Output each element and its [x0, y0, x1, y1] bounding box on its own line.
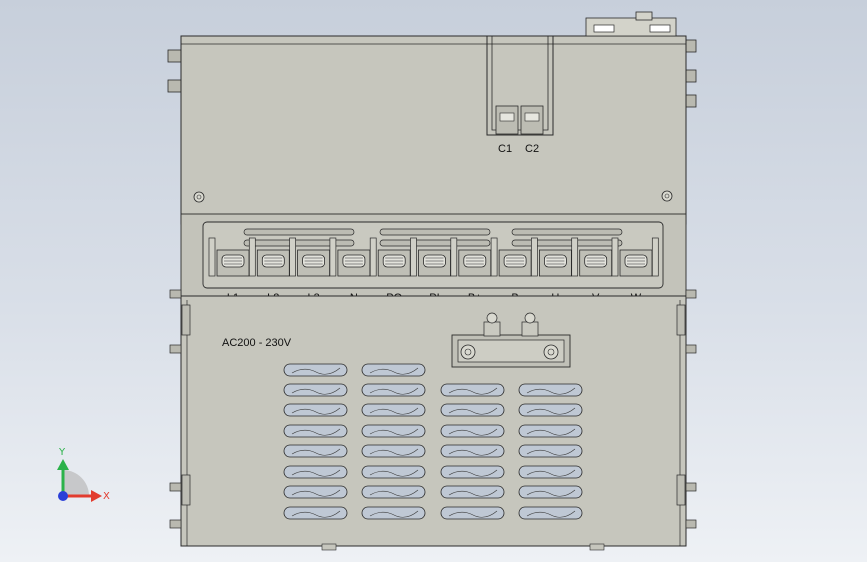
left-mount-tab	[167, 79, 183, 93]
terminal-screw	[490, 237, 532, 277]
terminal-screws	[208, 237, 659, 277]
right-mount-tab	[685, 94, 697, 108]
terminal-screw	[531, 237, 572, 277]
left-mount-tab	[167, 49, 183, 63]
terminal-screw	[571, 237, 613, 277]
terminal-screw	[248, 237, 290, 277]
terminal-screw	[329, 237, 371, 277]
z-axis-dot	[58, 491, 68, 501]
screw	[661, 190, 673, 202]
axis-triad: Y X	[57, 447, 110, 502]
screw	[543, 344, 559, 360]
vent-slots	[283, 363, 583, 520]
drive-enclosure: C1 C2 L1L2L3NPOPIB+BUVW	[167, 11, 697, 551]
capacitor-label: C2	[525, 143, 539, 155]
top-cover	[180, 35, 687, 225]
voltage-label: AC200 - 230V	[222, 337, 292, 349]
x-axis-label: X	[103, 491, 110, 502]
terminal-screw	[289, 237, 331, 277]
right-mount-tab	[685, 39, 697, 53]
terminal-screw	[611, 237, 653, 277]
terminal-screw	[450, 237, 492, 277]
lower-housing	[180, 295, 687, 547]
terminal-screw	[208, 237, 250, 277]
terminal-screw	[410, 237, 451, 277]
terminal-screw	[369, 237, 411, 277]
right-mount-tab	[685, 69, 697, 83]
screw	[460, 344, 476, 360]
capacitor-label: C1	[498, 143, 512, 155]
y-axis-label: Y	[58, 447, 66, 458]
screw	[193, 191, 205, 203]
